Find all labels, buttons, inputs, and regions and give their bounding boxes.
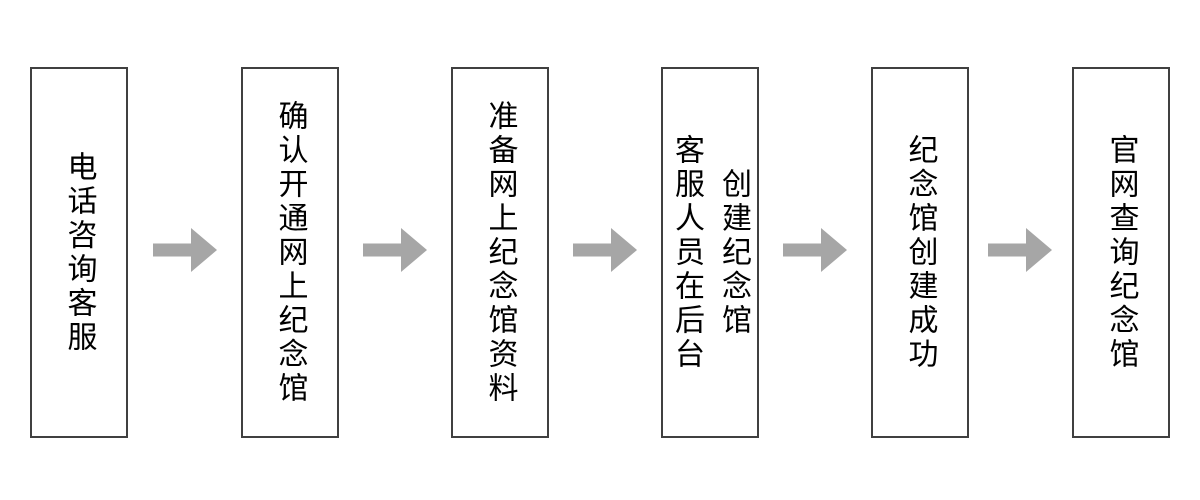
arrow-right-shape [573,228,637,272]
flow-step-2: 确认开通网上纪念馆 [241,67,339,438]
flow-step-5: 纪念馆创建成功 [871,67,969,438]
arrow-right-icon [153,228,217,272]
arrow-right-shape [363,228,427,272]
flow-step-4-label-column-1: 客服人员在后台 [670,133,703,372]
flow-step-3: 准备网上纪念馆资料 [451,67,549,438]
flow-step-1-label: 电话咨询客服 [62,150,96,355]
flow-step-5-label: 纪念馆创建成功 [903,133,937,372]
arrow-right-icon [988,228,1052,272]
arrow-right-icon [783,228,847,272]
flow-step-3-label: 准备网上纪念馆资料 [483,99,517,406]
flow-step-6: 官网查询纪念馆 [1072,67,1170,438]
arrow-right-shape [988,228,1052,272]
flow-step-1: 电话咨询客服 [30,67,128,438]
flow-step-6-label: 官网查询纪念馆 [1104,133,1138,372]
flow-step-2-label: 确认开通网上纪念馆 [273,99,307,406]
arrow-right-shape [153,228,217,272]
arrow-right-shape [783,228,847,272]
flow-step-4-label-column-2: 创建纪念馆 [717,167,750,338]
arrow-right-icon [363,228,427,272]
flow-step-4: 客服人员在后台 创建纪念馆 [661,67,759,438]
arrow-right-icon [573,228,637,272]
